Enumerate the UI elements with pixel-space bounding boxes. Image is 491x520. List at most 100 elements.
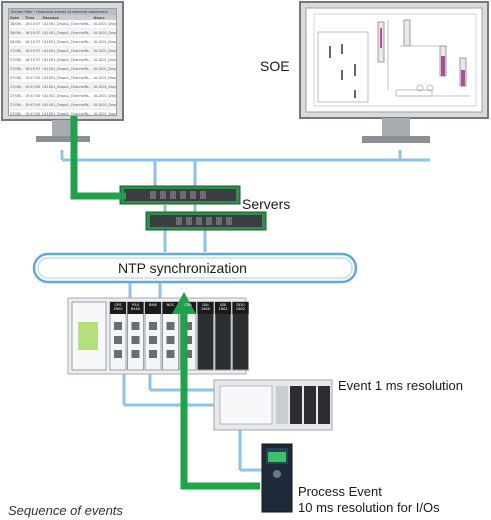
ethernet-port <box>131 350 140 358</box>
table-header: Time <box>24 15 42 20</box>
table-cell: UL1001_Drops1_ChannelFa... <box>41 20 93 29</box>
table-header: Message <box>41 15 93 20</box>
ethernet-port <box>131 336 140 344</box>
table-cell: 15:47:00 <box>24 73 42 83</box>
event-table: DateTimeMessageNameSt.ClusterEquipment 2… <box>9 15 116 115</box>
table-cell: 27/06/.. <box>9 82 25 92</box>
table-cell: 15:47:00 <box>24 109 42 115</box>
ethernet-port <box>166 322 175 330</box>
plc-module-head <box>110 302 126 314</box>
plc-module-label: DDI 1602 <box>218 303 228 311</box>
table-cell: UL1001_Drops1_ChannelFa... <box>41 109 93 115</box>
server-1 <box>119 185 241 205</box>
table-cell: UL1001_Drops1_... <box>92 20 116 29</box>
ethernet-port <box>166 350 175 358</box>
table-cell: UL1001_Drops1_ChannelFa... <box>41 82 93 92</box>
ntp-label: NTP synchronization <box>118 260 247 276</box>
plc-module-label: BMX <box>148 303 158 307</box>
event-flow-arrow-up-center <box>180 312 260 490</box>
table-cell: 27/06/.. <box>9 73 25 83</box>
ethernet-port <box>184 322 192 330</box>
event-rack <box>213 379 333 431</box>
ethernet-port <box>114 322 122 330</box>
ethernet-port <box>184 350 192 358</box>
table-cell: UL1001_Drops1_... <box>92 46 116 56</box>
table-cell: 27/06/.. <box>9 55 25 65</box>
event-flow-arrow-up-left <box>70 92 126 200</box>
table-cell: UL1001_Drops1_ChannelFa... <box>41 73 93 83</box>
ethernet-port <box>149 322 157 330</box>
io-resolution-label: 10 ms resolution for I/Os <box>298 500 440 515</box>
event-1ms-label: Event 1 ms resolution <box>338 378 464 393</box>
servers-label: Servers <box>242 196 291 212</box>
plc-module-label: NOC <box>166 303 175 307</box>
plc-module-head <box>127 302 144 314</box>
event-list-title: Screen filter · Historical events of sel… <box>9 9 116 15</box>
table-header: Name <box>92 15 116 20</box>
table-cell: 16:10:37 <box>24 37 42 47</box>
table-cell: 15:47:00 <box>24 82 42 92</box>
table-cell: UL1001_Drops1_ChannelFa... <box>41 91 93 101</box>
plc-module-head <box>197 302 214 314</box>
table-cell: 16:10:37 <box>24 64 42 74</box>
arrowhead-ntp <box>172 292 196 314</box>
plc-rack <box>67 297 249 375</box>
table-cell: 27/06/.. <box>9 100 25 110</box>
table-cell: 27/06/.. <box>9 46 25 56</box>
table-cell: UL1001_Drops1_... <box>92 91 116 101</box>
table-cell: 16:10:37 <box>24 28 42 38</box>
plc-module-label: DDO 1602 <box>235 303 246 311</box>
table-cell: UL1001_Drops1_... <box>92 28 116 38</box>
table-cell: UL1001_Drops1_ChannelFa... <box>41 55 93 65</box>
table-cell: 28/06/.. <box>9 20 25 29</box>
plc-module-label: CRA <box>184 303 192 307</box>
table-cell: 27/06/.. <box>9 109 25 115</box>
table-cell: 15:47:00 <box>24 100 42 110</box>
table-cell: UL1001_Drops1_ChannelFa... <box>41 28 93 38</box>
table-cell: UL1001_Drops1_... <box>92 73 116 83</box>
right-monitor <box>299 1 489 143</box>
table-header: Date <box>9 15 25 20</box>
table-cell: UL1001_Drops1_... <box>92 100 116 110</box>
table-cell: UL1001_Drops1_ChannelFa... <box>41 46 93 56</box>
ethernet-port <box>166 336 175 344</box>
figure-caption: Sequence of events <box>8 503 123 518</box>
table-cell: UL1001_Drops1_... <box>92 109 116 115</box>
table-cell: 15:47:00 <box>24 91 42 101</box>
table-cell: UL1001_Drops1_... <box>92 82 116 92</box>
plc-module-label: DAI 1600 <box>200 303 211 311</box>
table-cell: UL1001_Drops1_... <box>92 64 116 74</box>
table-cell: 28/06/.. <box>9 37 25 47</box>
ethernet-port <box>114 350 122 358</box>
table-cell: 28/06/.. <box>9 28 25 38</box>
plc-module-label: CPS 3900 <box>113 303 123 311</box>
ethernet-port <box>114 336 122 344</box>
table-cell: UL1001_Drops1_ChannelFa... <box>41 37 93 47</box>
table-cell: UL1001_Drops1_ChannelFa... <box>41 64 93 74</box>
table-cell: UL1001_Drops1_... <box>92 55 116 65</box>
ethernet-port <box>149 336 157 344</box>
ntp-ring <box>32 252 358 284</box>
plc-module-label: PS4 6540 <box>130 303 141 311</box>
soe-label: SOE <box>260 58 290 74</box>
soe-mimic <box>313 13 477 107</box>
plc-module-head <box>232 302 249 314</box>
ethernet-port <box>149 350 157 358</box>
plc-module-head <box>145 302 161 314</box>
table-cell: 27/06/.. <box>9 64 25 74</box>
table-cell: 16:10:37 <box>24 55 42 65</box>
process-event-label: Process Event <box>298 484 382 499</box>
event-list-screen: Screen filter · Historical events of sel… <box>8 8 117 116</box>
ethernet-port <box>184 336 192 344</box>
